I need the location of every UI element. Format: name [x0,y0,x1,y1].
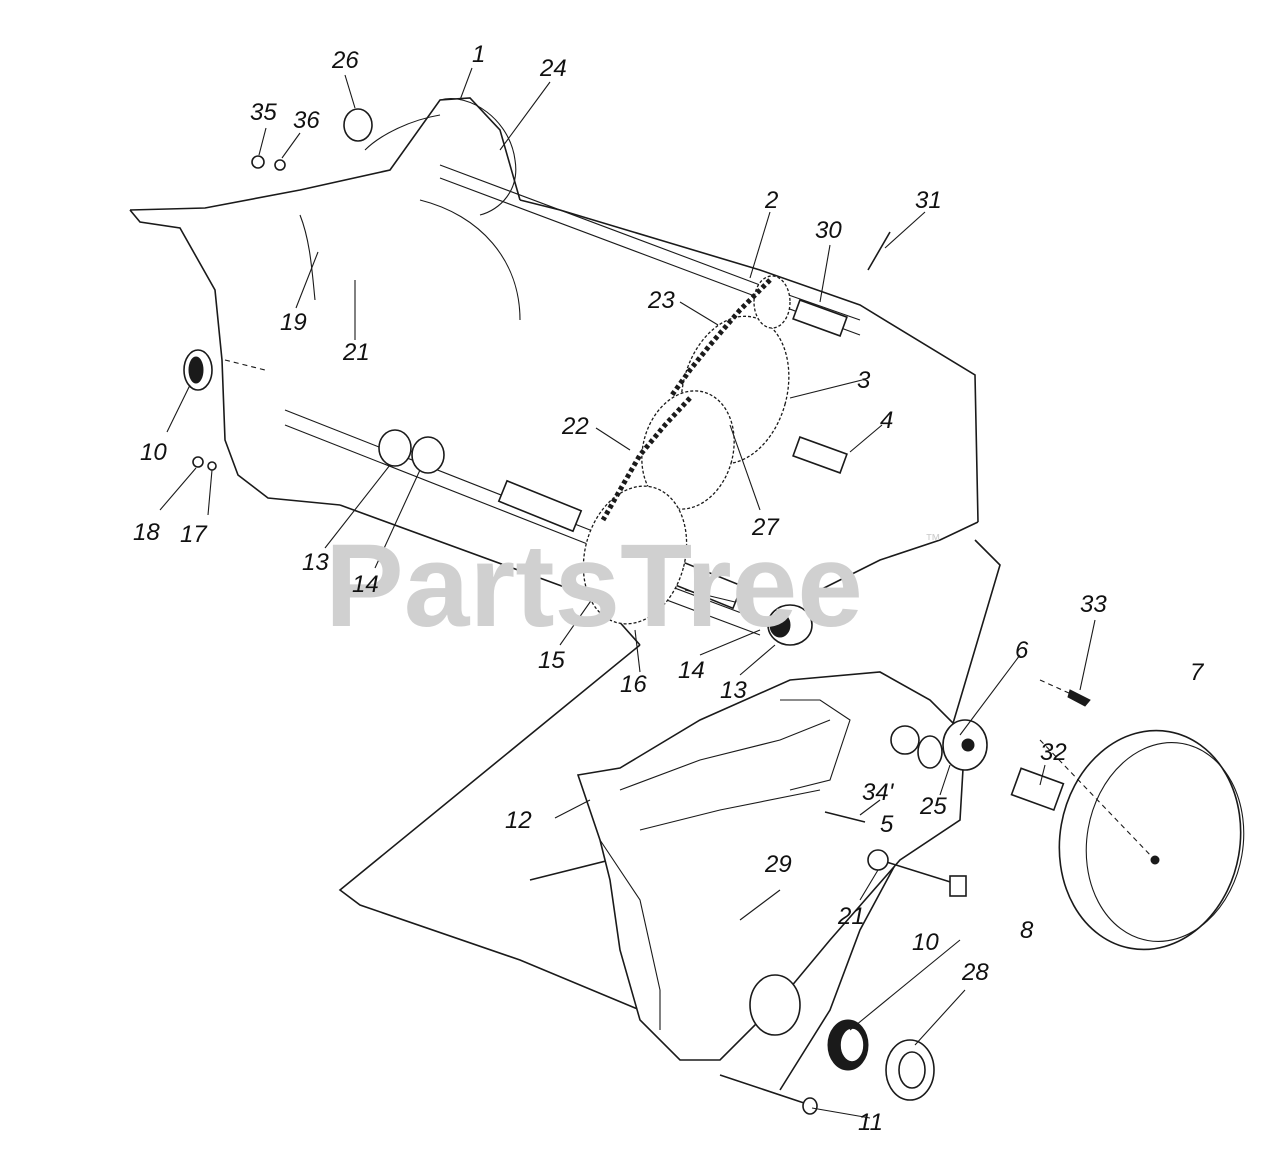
bearing-left [183,349,213,391]
callout-16: 16 [620,671,647,698]
callout-21-right: 21 [837,903,865,930]
callout-25: 25 [919,793,947,820]
screw-33 [1039,679,1091,707]
callout-1: 1 [472,41,485,68]
callout-23: 23 [647,287,675,314]
callout-36: 36 [293,107,320,134]
callout-13-left: 13 [302,549,329,576]
callout-17: 17 [180,521,208,548]
callout-21-left: 21 [342,339,370,366]
callout-4: 4 [880,407,893,434]
callout-6: 6 [1015,637,1029,664]
side-frame [576,671,966,1061]
callout-14-right: 14 [678,657,705,684]
callout-28: 28 [961,959,989,986]
callout-29: 29 [764,851,792,878]
callout-27: 27 [751,514,780,541]
lower-chain [600,396,692,522]
callout-13-right: 13 [720,677,747,704]
bushing-13b [767,604,813,646]
bolt-11 [719,1074,818,1115]
callout-11: 11 [858,1109,883,1136]
hub-25 [917,719,988,771]
callout-34: 34' [862,779,895,806]
screws-left [192,456,217,471]
callout-32: 32 [1040,739,1067,766]
callout-12: 12 [505,807,532,834]
callout-35: 35 [250,99,277,126]
callout-14-left: 14 [352,571,379,598]
bolt-34 [824,811,866,823]
callout-19: 19 [280,309,307,336]
callout-7: 7 [1190,659,1205,686]
upper-chain [669,278,772,397]
pulley-7 [1039,729,1245,951]
callout-15: 15 [538,647,565,674]
lower-sprocket [582,485,688,625]
seal-28 [885,1039,935,1101]
callout-30: 30 [815,217,842,244]
hex-nuts-top [251,155,286,171]
callout-10-right: 10 [912,929,939,956]
watermark-text: PartsTree [325,520,863,652]
small-sprocket [753,275,791,329]
cap-26 [343,108,373,142]
callout-10-left: 10 [140,439,167,466]
bearing-10b [749,974,869,1071]
leader-lines [159,67,1096,1119]
callout-labels: 1 2 3 4 5 6 7 8 10 10 11 12 13 13 14 14 … [133,41,1205,1136]
callout-31: 31 [915,187,942,214]
bolt-8 [867,849,967,897]
callout-5: 5 [880,811,894,838]
callout-33: 33 [1080,591,1107,618]
bushing-32 [1010,767,1065,812]
watermark-trademark: ™ [925,532,941,549]
callout-26: 26 [331,47,359,74]
callout-22: 22 [561,413,589,440]
callout-3: 3 [857,367,871,394]
callout-8: 8 [1020,917,1034,944]
callout-24: 24 [539,55,567,82]
bushing-14a [378,429,445,474]
callout-2: 2 [764,187,778,214]
spacer-4 [792,436,848,474]
callout-18: 18 [133,519,160,546]
